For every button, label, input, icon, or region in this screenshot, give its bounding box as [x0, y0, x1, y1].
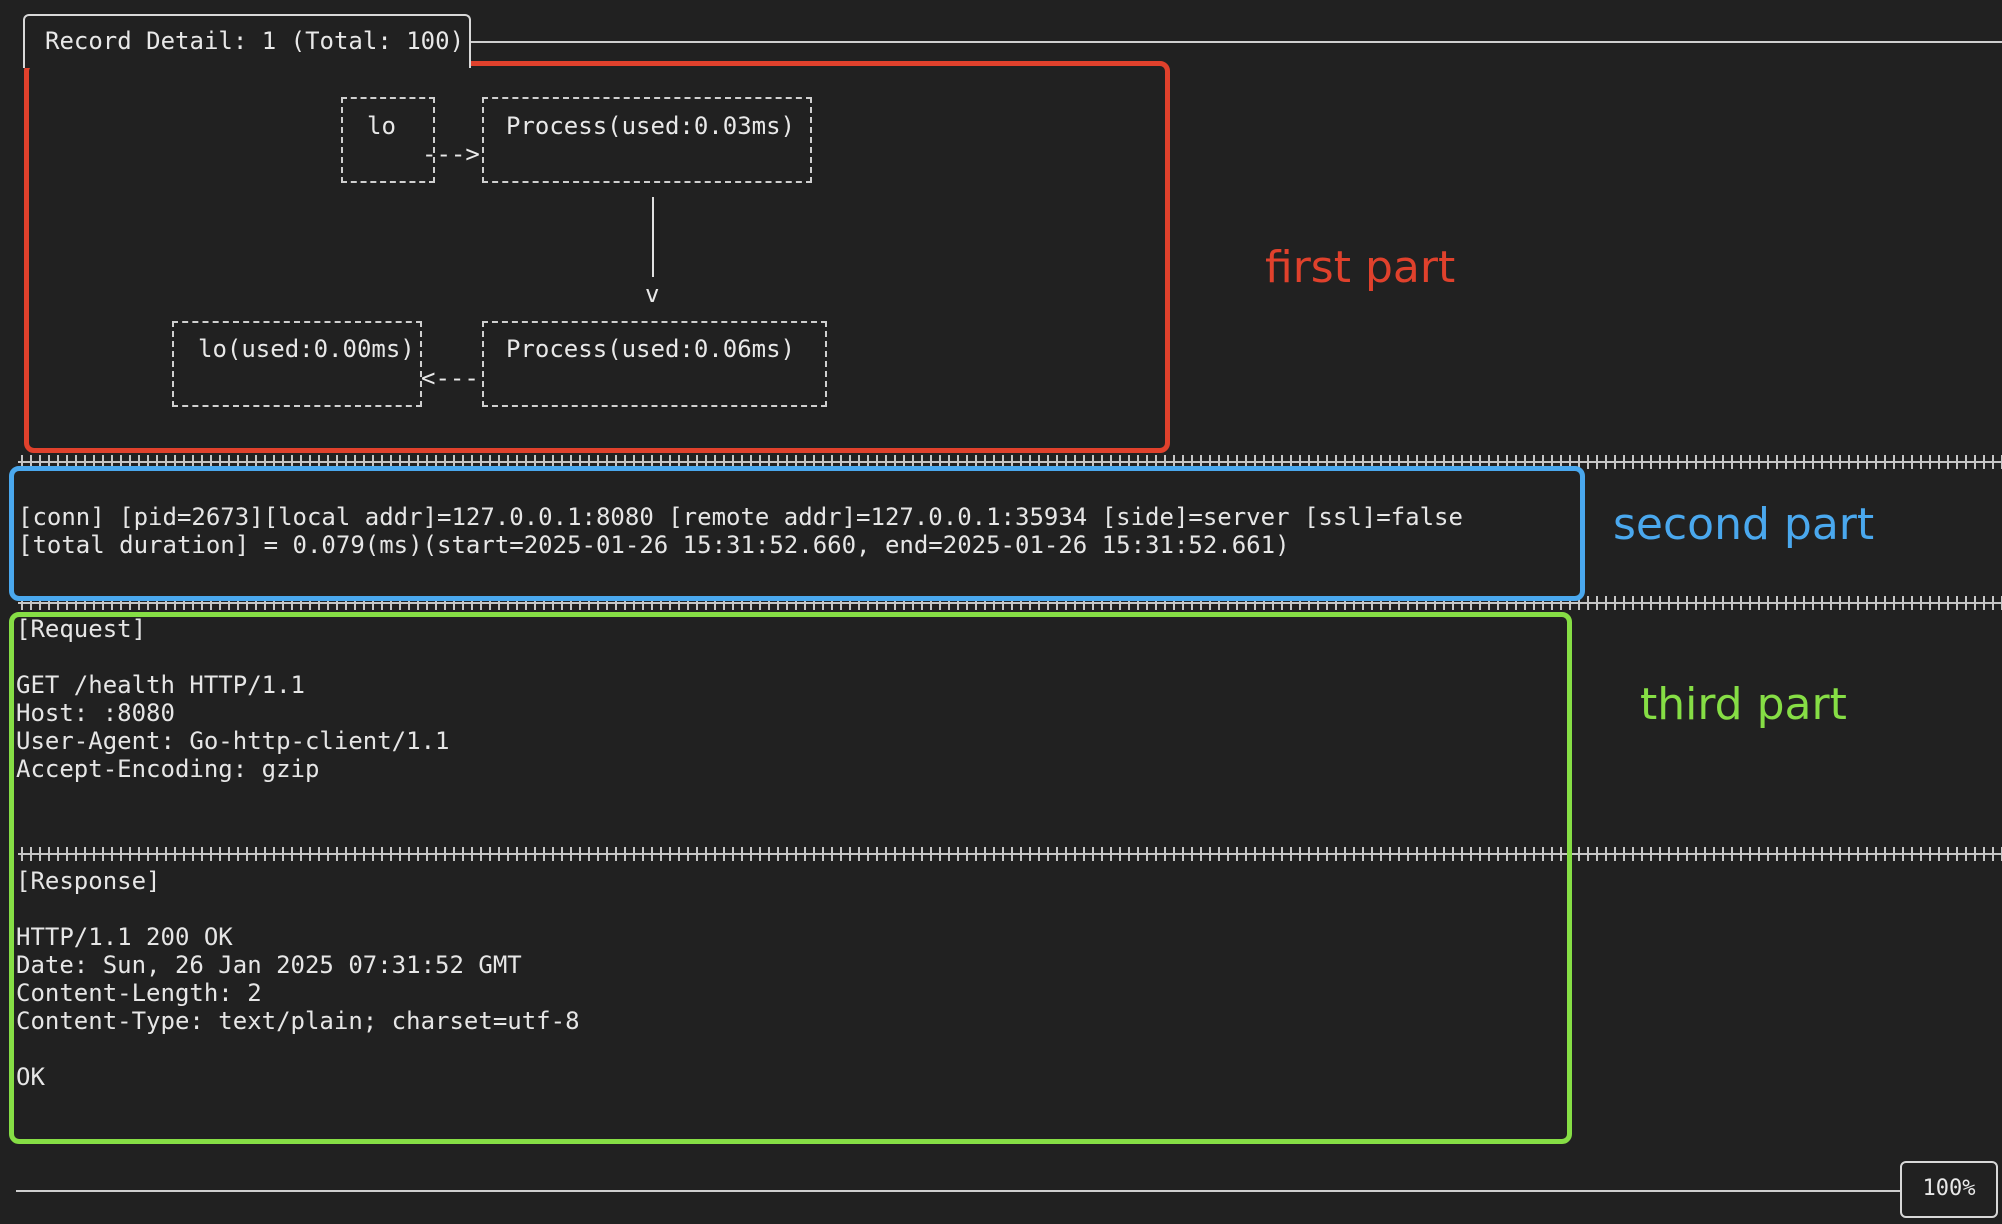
arrow-right: --->: [422, 140, 480, 168]
process-node-2-label: Process(used:0.06ms): [506, 335, 795, 363]
record-detail-title: Record Detail: 1 (Total: 100): [45, 27, 465, 55]
process-node-1-label: Process(used:0.03ms): [506, 112, 795, 140]
response-date: Date: Sun, 26 Jan 2025 07:31:52 GMT: [16, 951, 522, 979]
duration-line: [total duration] = 0.079(ms)(start=2025-…: [18, 531, 1290, 559]
bottom-divider: [16, 1190, 1900, 1192]
lo-used-node-box: [172, 321, 422, 407]
arrow-left: <---: [421, 364, 479, 392]
third-part-label: third part: [1640, 679, 1847, 730]
lo-node-box: [341, 97, 435, 183]
lo-used-node-label: lo(used:0.00ms): [198, 335, 415, 363]
response-body: OK: [16, 1063, 45, 1091]
response-content-length: Content-Length: 2: [16, 979, 262, 1007]
request-header: [Request]: [16, 615, 147, 643]
separator-1: [18, 455, 2002, 469]
response-content-type: Content-Type: text/plain; charset=utf-8: [16, 1007, 580, 1035]
separator-2: [18, 596, 2002, 610]
lo-node-label: lo: [367, 112, 396, 140]
process-node-2-box: [482, 321, 827, 407]
top-divider: [471, 41, 2002, 43]
arrow-down-head: v: [645, 280, 660, 308]
conn-line: [conn] [pid=2673][local addr]=127.0.0.1:…: [18, 503, 1463, 531]
request-host: Host: :8080: [16, 699, 175, 727]
request-user-agent: User-Agent: Go-http-client/1.1: [16, 727, 450, 755]
arrow-down-line: [652, 197, 654, 277]
second-part-label: second part: [1613, 499, 1875, 550]
request-accept-encoding: Accept-Encoding: gzip: [16, 755, 320, 783]
request-line: GET /health HTTP/1.1: [16, 671, 305, 699]
first-part-label: first part: [1265, 242, 1456, 293]
response-status-line: HTTP/1.1 200 OK: [16, 923, 233, 951]
record-detail-tab: Record Detail: 1 (Total: 100): [23, 14, 471, 68]
zoom-indicator[interactable]: 100%: [1900, 1161, 1998, 1218]
response-header: [Response]: [16, 867, 161, 895]
process-node-1-box: [482, 97, 812, 183]
separator-3: [18, 847, 2002, 861]
